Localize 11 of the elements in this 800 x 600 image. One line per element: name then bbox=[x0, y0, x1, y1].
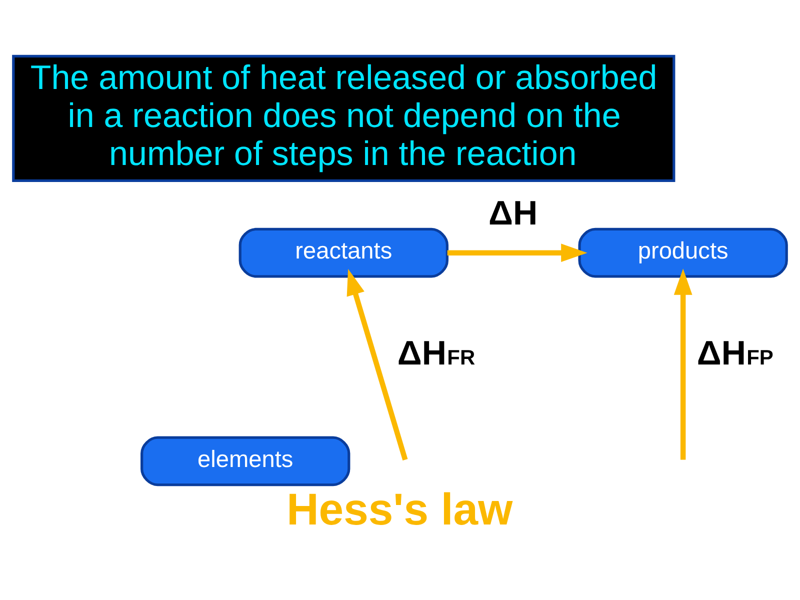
arrow bbox=[346, 268, 408, 461]
diagram-title: Hess's law bbox=[286, 485, 513, 534]
arrow bbox=[674, 268, 692, 460]
node-box: elements bbox=[140, 436, 350, 486]
node-box: The amount of heat released or absorbed in a reaction does not depend on the number of steps in the reaction bbox=[12, 54, 676, 182]
edge-label: ΔH bbox=[488, 194, 538, 232]
node-box: products bbox=[578, 228, 788, 278]
edge-label: ΔHFR bbox=[397, 334, 476, 373]
arrow bbox=[447, 244, 588, 262]
edge-label: ΔHFP bbox=[696, 334, 774, 373]
node-box: reactants bbox=[238, 228, 448, 278]
